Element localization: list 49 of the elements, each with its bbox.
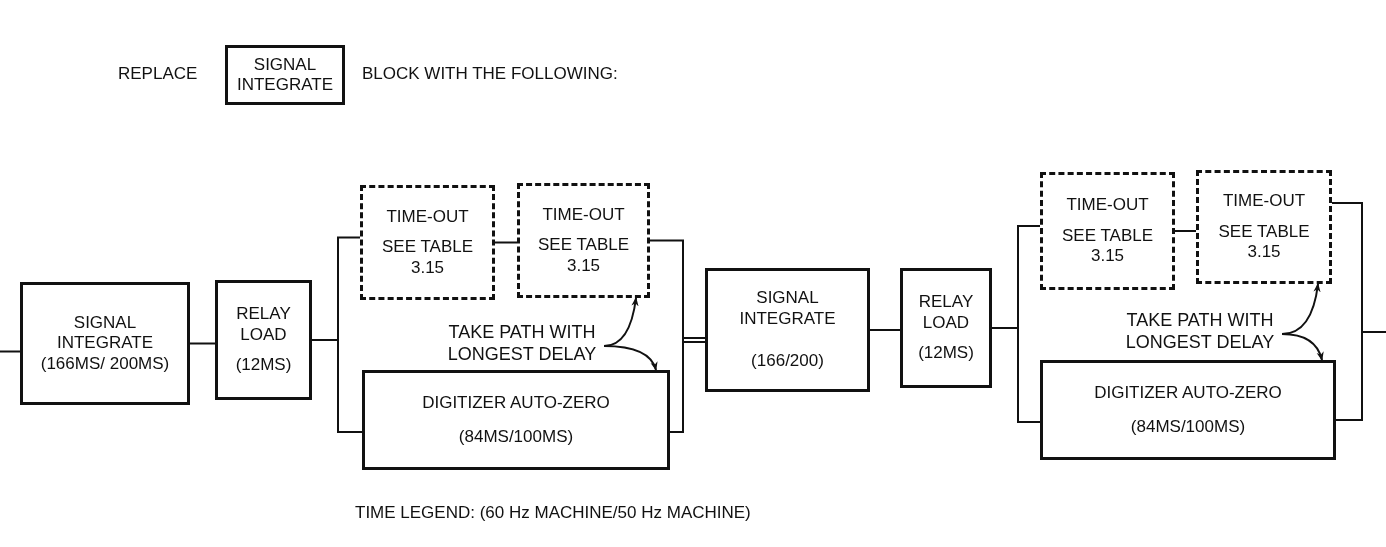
box-label: DIGITIZER AUTO-ZERO: [422, 392, 610, 413]
box-label: SEE TABLE 3.15: [1217, 221, 1311, 263]
connector-line: [311, 339, 363, 433]
box-label: TIME-OUT: [386, 206, 469, 228]
process-box: [1040, 360, 1336, 460]
arrow: [603, 345, 657, 371]
connector-line: [0, 350, 21, 353]
connector-line: [1335, 331, 1386, 421]
connector-line: [189, 342, 216, 345]
process-box: [900, 268, 992, 388]
timeout-box: [1040, 172, 1175, 290]
box-label: RELAY LOAD: [917, 292, 975, 334]
note-text: TIME LEGEND: (60 Hz MACHINE/50 Hz MACHINE): [355, 503, 751, 523]
process-box: [215, 280, 312, 400]
process-box: [20, 282, 190, 405]
arrow: [1281, 333, 1324, 361]
note-text: TAKE PATH WITH LONGEST DELAY: [442, 322, 602, 370]
box-label: SEE TABLE 3.15: [381, 237, 474, 279]
connector-line: [869, 329, 901, 331]
box-label: TIME-OUT: [1222, 191, 1306, 212]
box-label: SIGNAL INTEGRATE: [56, 312, 154, 354]
box-label: SIGNAL INTEGRATE: [738, 288, 837, 330]
box-label: DIGITIZER AUTO-ZERO: [1094, 382, 1282, 403]
box-label: SIGNAL INTEGRATE: [236, 54, 334, 96]
connector-line: [494, 241, 518, 244]
connector-line: [649, 239, 706, 343]
box-label: (12MS): [235, 355, 292, 376]
note-text: BLOCK WITH THE FOLLOWING:: [362, 64, 618, 84]
timeout-box: [517, 183, 650, 298]
note-text: TAKE PATH WITH LONGEST DELAY: [1120, 310, 1280, 358]
box-label: (84MS/100MS): [458, 427, 574, 448]
box-label: RELAY LOAD: [235, 304, 292, 346]
box-label: TIME-OUT: [542, 204, 625, 226]
note-text: REPLACE: [118, 64, 198, 84]
process-box: [225, 45, 345, 105]
timeout-box: [360, 185, 495, 300]
process-box: [705, 268, 870, 392]
connector-line: [1174, 230, 1197, 232]
box-label: (166/200): [751, 351, 824, 372]
box-label: (84MS/100MS): [1130, 417, 1246, 438]
connector-line: [991, 327, 1041, 423]
box-label: TIME-OUT: [1066, 195, 1149, 216]
box-label: SEE TABLE 3.15: [1061, 225, 1154, 267]
box-label: (12MS): [918, 343, 974, 364]
timeout-box: [1196, 170, 1332, 284]
box-label: (166MS/ 200MS): [40, 353, 170, 375]
process-box: [362, 370, 670, 470]
connector-line: [669, 337, 706, 433]
box-label: SEE TABLE 3.15: [537, 235, 630, 277]
